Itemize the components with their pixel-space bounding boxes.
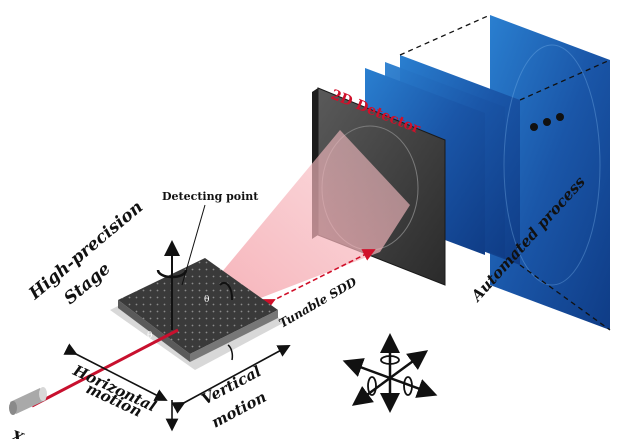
theta-label: θ — [204, 295, 209, 305]
xray-label: X-ray — [8, 427, 57, 439]
detecting-point-label: Detecting point — [162, 190, 259, 203]
stage-assembly — [110, 258, 285, 370]
rotation-arrow-icon — [219, 281, 234, 301]
xray-source-icon — [9, 387, 47, 415]
detecting-point-pointer — [181, 204, 206, 286]
sdd-arrow — [261, 249, 376, 311]
rotation-arrow-icon — [156, 269, 188, 279]
frame-spot — [530, 123, 538, 131]
horizontal-motion-arrow — [63, 343, 168, 401]
theta-label: θ — [147, 331, 152, 341]
frame-spot — [543, 118, 551, 126]
axis-cross-icon — [342, 333, 438, 413]
vertical-motion-arrow — [171, 344, 291, 414]
frame-spot — [556, 113, 564, 121]
